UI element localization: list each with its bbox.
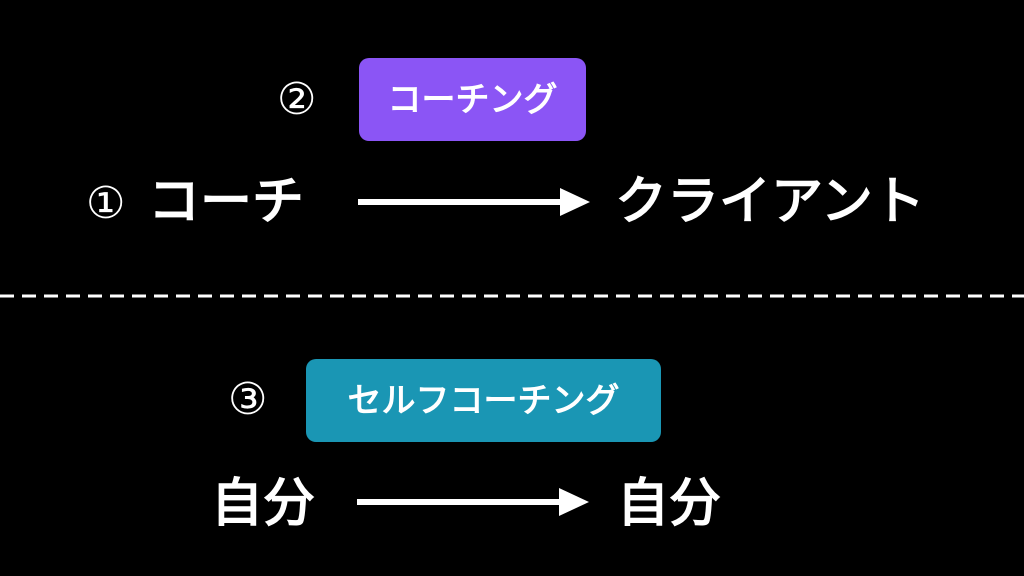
coaching-badge: コーチング (359, 58, 586, 141)
self-source-label: 自分 (211, 474, 316, 534)
coach-label: コーチ (148, 172, 305, 232)
circled-number-2: ② (277, 74, 317, 125)
self-target-label: 自分 (617, 474, 722, 534)
arrow-right-icon (358, 186, 592, 218)
self-coaching-badge: セルフコーチング (306, 359, 661, 442)
dashed-divider (0, 283, 1024, 298)
circled-number-1: ① (86, 178, 126, 229)
arrow-right-icon (357, 486, 591, 518)
client-label: クライアント (615, 172, 925, 232)
circled-number-3: ③ (228, 374, 268, 425)
self-coaching-badge-label: セルフコーチング (347, 380, 620, 421)
coaching-badge-label: コーチング (387, 79, 558, 120)
